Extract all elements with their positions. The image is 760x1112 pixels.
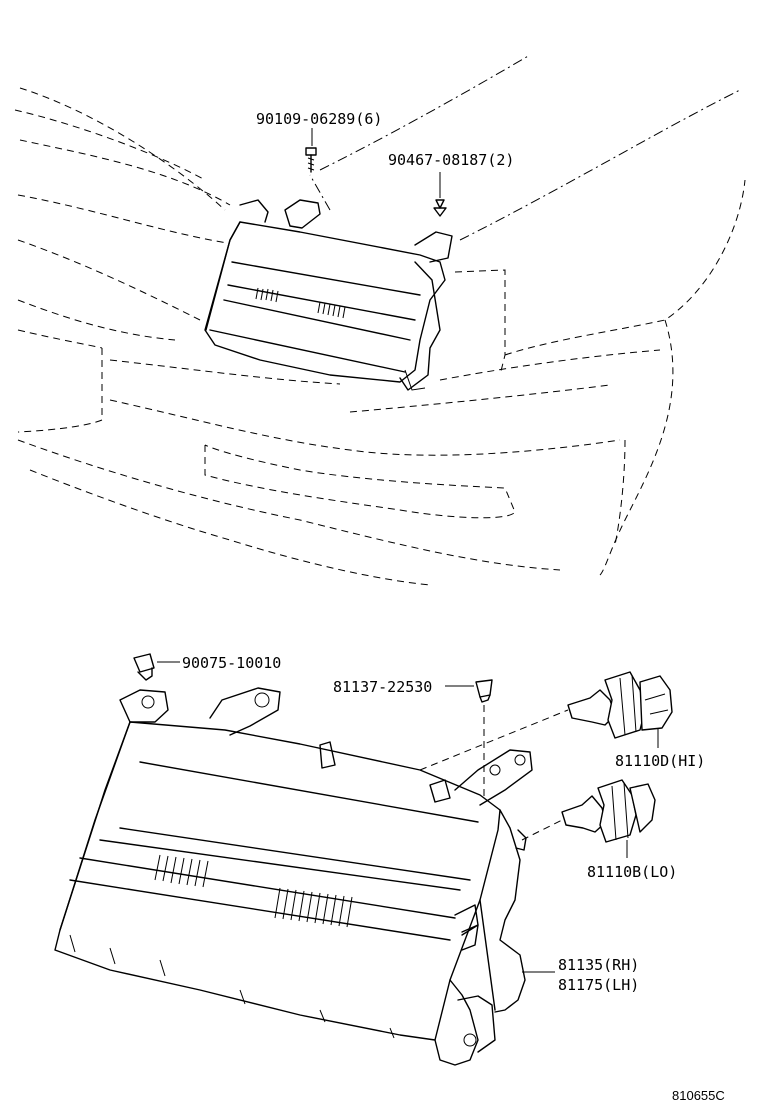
- label-unit-rh: 81135(RH): [558, 956, 639, 974]
- lens-pattern-d: [274, 887, 353, 928]
- bulb-lo-icon: [561, 779, 656, 843]
- bolt-90109-icon: [305, 147, 317, 173]
- vehicle-body-outline: [14, 54, 746, 586]
- lens-pattern-c: [154, 854, 209, 888]
- bulb-lo-guide-line: [521, 819, 563, 841]
- label-bulb-lo: 81110B(LO): [587, 863, 677, 881]
- label-clip-90467: 90467-08187(2): [388, 151, 514, 169]
- diagram-code: 810655C: [672, 1088, 725, 1103]
- bulb-hi-icon: [567, 671, 673, 739]
- label-bolt-90109: 90109-06289(6): [256, 110, 382, 128]
- label-nut-90075: 90075-10010: [182, 654, 281, 672]
- label-grommet-81137: 81137-22530: [333, 678, 432, 696]
- nut-90075-icon: [133, 653, 155, 681]
- headlamp-unit: [54, 687, 533, 1066]
- label-bulb-hi: 81110D(HI): [615, 752, 705, 770]
- headlamp-installed: [204, 199, 453, 391]
- lens-pattern-b: [317, 301, 346, 319]
- label-unit-lh: 81175(LH): [558, 976, 639, 994]
- clip-90467-icon: [433, 199, 447, 217]
- bulb-hi-guide-line: [419, 709, 569, 771]
- grommet-81137-icon: [475, 679, 493, 703]
- lens-pattern-a: [255, 287, 279, 303]
